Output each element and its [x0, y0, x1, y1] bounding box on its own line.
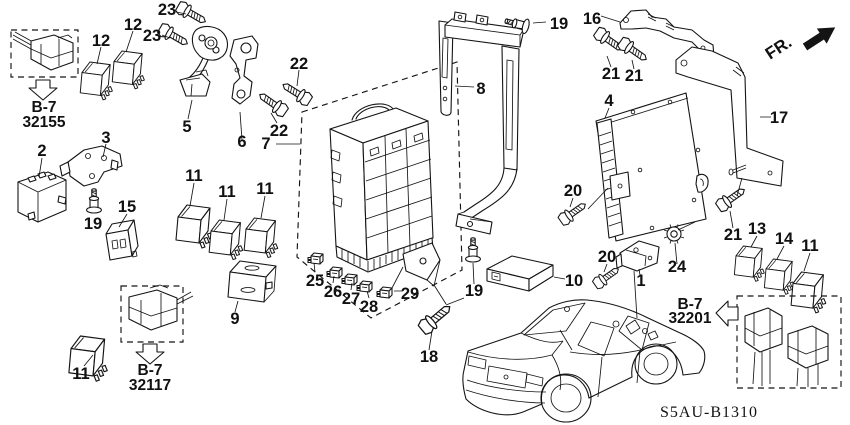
part-19-screw — [86, 188, 102, 214]
ref-32201-connectors — [715, 295, 842, 389]
fr-direction-arrow-icon — [802, 27, 836, 51]
part-6-bracket — [229, 35, 259, 105]
diagram-code: S5AU-B1310 — [660, 404, 758, 421]
part-11-relay — [790, 271, 827, 314]
fr-direction-label: FR. — [762, 33, 795, 64]
part-25-fuse — [307, 252, 324, 265]
part-label-27: 27 — [342, 290, 360, 308]
part-19-screw — [465, 237, 481, 263]
part-label-21: 21 — [724, 226, 742, 244]
part-label-23: 23 — [158, 1, 176, 19]
part-23-bolt — [156, 21, 192, 51]
part-label-21: 21 — [625, 67, 643, 85]
part-9-unit — [227, 260, 277, 303]
part-11-relay — [175, 204, 214, 249]
part-label-9: 9 — [230, 310, 239, 328]
part-label-12: 12 — [92, 32, 110, 50]
part-label-15: 15 — [118, 198, 136, 216]
part-label-22: 22 — [290, 55, 308, 73]
part-label-5: 5 — [182, 118, 191, 136]
part-21-bolt — [615, 35, 651, 66]
part-label-17: 17 — [770, 109, 788, 127]
ref-32201-line2: 32201 — [668, 310, 711, 327]
ref-arrow-down-icon — [135, 343, 165, 365]
part-13-relay — [733, 245, 765, 282]
part-label-11: 11 — [218, 183, 235, 201]
leader-lines — [38, 11, 811, 367]
ref-32155-line1: B-7 — [32, 99, 57, 116]
part-label-10: 10 — [565, 272, 583, 290]
part-label-25: 25 — [306, 272, 324, 290]
part-26-fuse — [326, 266, 343, 279]
part-label-24: 24 — [668, 258, 687, 276]
part-7-fuse-box — [296, 61, 465, 319]
part-14-relay — [763, 258, 795, 295]
part-label-19: 19 — [465, 282, 483, 300]
part-29-fuse — [376, 286, 393, 299]
part-label-19: 19 — [550, 15, 568, 33]
ref-32117-line1: B-7 — [138, 362, 163, 379]
part-4-control-module — [595, 92, 709, 242]
reference-codes: B-7 32155 B-7 32117 B-7 32201 — [22, 99, 711, 394]
part-label-4: 4 — [604, 92, 614, 110]
ref-32155-line2: 32155 — [22, 114, 65, 131]
part-label-2: 2 — [37, 142, 46, 160]
ref-32201-line1: B-7 — [678, 296, 703, 313]
part-8-bracket — [438, 11, 525, 235]
part-2-control-unit — [17, 171, 67, 223]
part-22-bolt — [255, 88, 291, 119]
part-label-20: 20 — [564, 182, 582, 200]
part-label-20: 20 — [598, 248, 616, 266]
ref-arrow-left-icon — [715, 300, 739, 327]
ref-32117-connector — [120, 284, 194, 365]
part-label-26: 26 — [324, 283, 342, 301]
part-label-29: 29 — [401, 285, 419, 303]
part-label-11: 11 — [185, 167, 202, 185]
part-label-3: 3 — [101, 129, 110, 147]
part-10-unit — [486, 255, 554, 292]
part-label-7: 7 — [261, 135, 270, 153]
part-23-bolt — [174, 0, 210, 29]
part-20-bolt — [556, 198, 590, 228]
part-18-bolt — [416, 299, 456, 337]
part-label-8: 8 — [476, 80, 485, 98]
part-label-28: 28 — [360, 298, 378, 316]
part-label-21: 21 — [602, 65, 620, 83]
part-label-22: 22 — [270, 122, 288, 140]
part-12-relays — [79, 50, 145, 101]
part-number-labels: 23 23 12 12 19 16 21 21 4 17 8 22 22 7 5… — [37, 1, 818, 383]
part-label-6: 6 — [237, 133, 246, 151]
part-label-18: 18 — [420, 348, 438, 366]
part-27-fuse — [341, 273, 358, 286]
part-label-16: 16 — [583, 10, 601, 28]
ref-32117-line2: 32117 — [129, 377, 171, 394]
part-5-sensor-harness — [179, 25, 229, 97]
part-11-relay — [208, 219, 244, 261]
part-15-unit — [105, 219, 139, 261]
part-21-bolt — [713, 183, 749, 214]
part-1-bracket — [615, 240, 660, 272]
ref-32155-connector — [10, 29, 79, 101]
part-label-11: 11 — [256, 180, 273, 198]
part-label-11: 11 — [801, 237, 818, 255]
part-17-bracket — [675, 46, 784, 187]
car-body-illustration — [462, 299, 706, 423]
part-3-bracket — [59, 145, 123, 187]
part-22-bolt — [278, 78, 315, 108]
part-label-14: 14 — [775, 230, 794, 248]
part-label-13: 13 — [748, 220, 766, 238]
part-11-relay — [243, 217, 279, 259]
part-16-bracket — [619, 9, 715, 58]
ref-arrow-down-icon — [28, 79, 58, 101]
part-label-23: 23 — [143, 27, 161, 45]
part-label-1: 1 — [636, 272, 645, 290]
part-label-19: 19 — [84, 215, 102, 233]
part-label-11: 11 — [72, 365, 89, 383]
part-label-12: 12 — [124, 16, 142, 34]
